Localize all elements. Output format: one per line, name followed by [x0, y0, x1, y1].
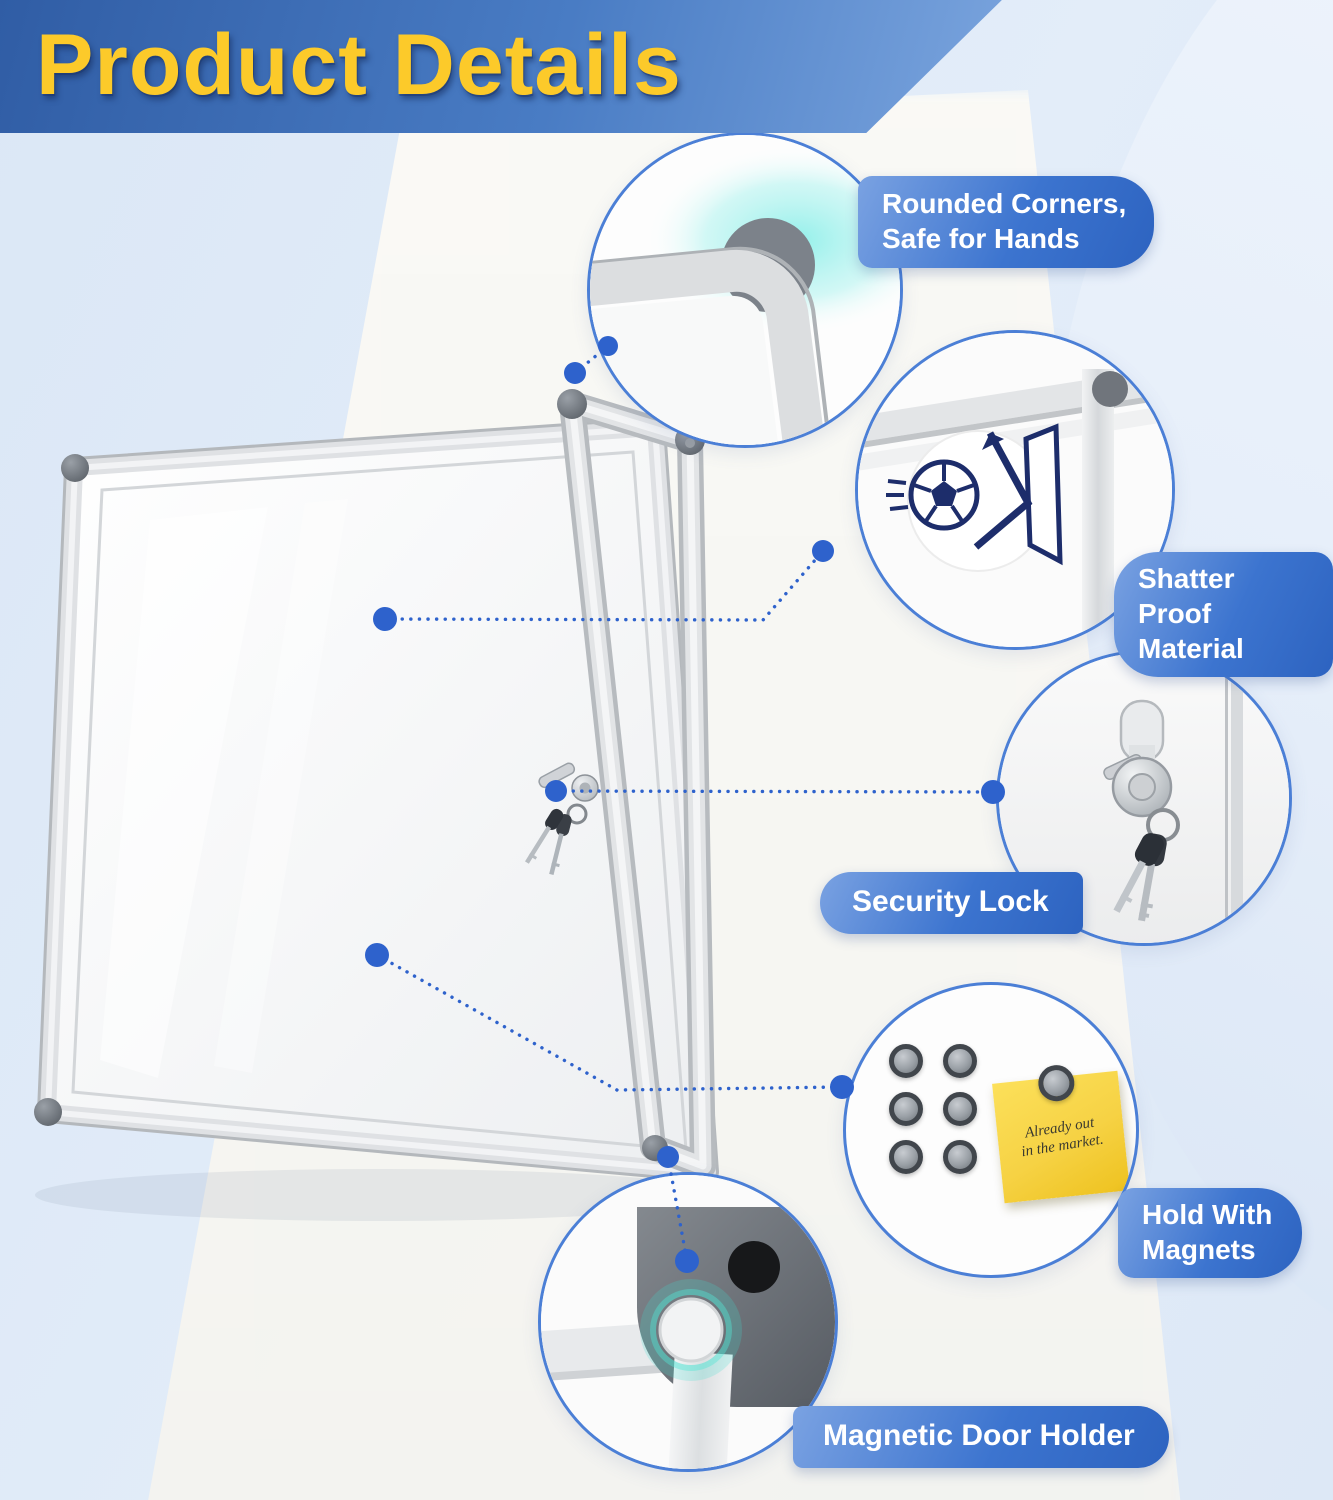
header-banner: Product Details	[0, 0, 1002, 133]
keys-icon	[1113, 833, 1167, 922]
callout-label-shatter-proof: Shatter Proof Material	[1114, 552, 1333, 677]
magnet-icon	[1036, 1063, 1077, 1103]
callout-label-rounded-corners: Rounded Corners, Safe for Hands	[858, 176, 1155, 268]
corner-cap-icon	[1092, 371, 1128, 407]
board-shadow	[35, 1169, 725, 1221]
frame-stile	[666, 1351, 733, 1469]
frame-stile	[1082, 369, 1114, 647]
key-ring-icon	[566, 803, 588, 825]
shatter-proof-icon	[886, 423, 1063, 566]
lock-icon	[1103, 699, 1180, 842]
magnet-icon	[943, 1044, 977, 1078]
teal-glow	[640, 1279, 742, 1381]
magnet-icon	[889, 1140, 923, 1174]
callout-circle-shatter-proof	[855, 330, 1175, 650]
corner-cap-icon	[637, 1207, 835, 1407]
magnet-icon	[943, 1092, 977, 1126]
sticky-note: Already out in the market.	[992, 1063, 1130, 1204]
callout-circle-hold-with-magnets: Already out in the market.	[843, 982, 1139, 1278]
magnet-icon	[889, 1044, 923, 1078]
door-corner-cap	[557, 389, 587, 419]
door-holder-zoom	[541, 1175, 835, 1469]
page-title: Product Details	[36, 17, 682, 113]
magnet-icon	[889, 1092, 923, 1126]
door-bottom-cap	[642, 1135, 668, 1161]
speed-lines-icon	[886, 479, 909, 511]
door-holder-magnet-icon	[658, 1297, 724, 1363]
rounded-corner-zoom	[590, 135, 900, 445]
sticky-note-text: Already out in the market.	[1020, 1114, 1105, 1161]
callout-circle-rounded-corners	[587, 132, 903, 448]
shatter-proof-zoom	[858, 333, 1172, 647]
magnet-icon	[943, 1140, 977, 1174]
callout-label-hold-with-magnets: Hold With Magnets	[1118, 1188, 1303, 1278]
cap-hole	[728, 1241, 780, 1293]
callout-label-security-lock: Security Lock	[820, 872, 1083, 934]
callout-label-magnetic-door-holder: Magnetic Door Holder	[793, 1406, 1169, 1468]
